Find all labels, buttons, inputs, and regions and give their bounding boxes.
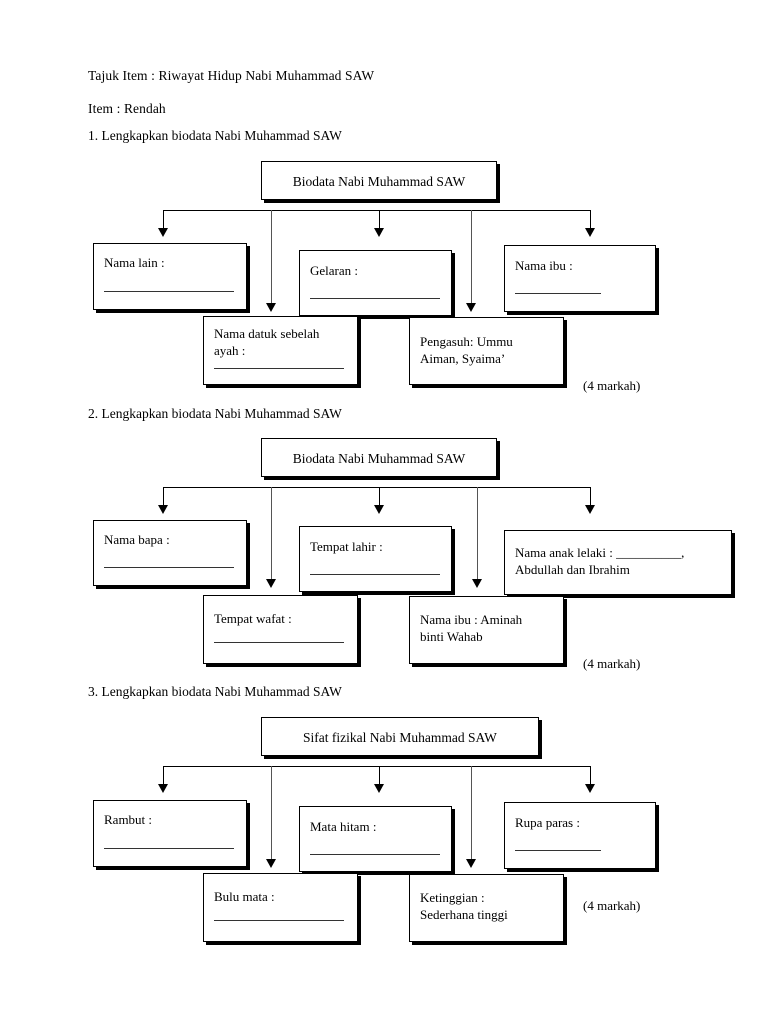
section1-answer-blank-3[interactable] (515, 293, 601, 294)
section2-field-box-4[interactable]: Tempat wafat : (203, 595, 358, 664)
section2-connector-drop-3 (379, 487, 380, 509)
section1-field-label-1: Nama lain : (104, 255, 165, 270)
section2-connector-left-drop (163, 487, 164, 509)
section3-field-label-3: Rupa paras : (515, 815, 580, 830)
section1-arrow-5 (585, 228, 595, 237)
section1-connector-drop-3 (379, 210, 380, 232)
section1-field-label-2: Gelaran : (310, 263, 359, 278)
section3-field-box-4[interactable]: Bulu mata : (203, 873, 358, 942)
section3-arrow-5 (585, 784, 595, 793)
section2-field-box-3[interactable]: Nama anak lelaki : __________, Abdullah … (504, 530, 732, 595)
section3-connector-left-drop (163, 766, 164, 788)
section1-field-label-3: Nama ibu : (515, 258, 573, 273)
section2-arrow-5 (585, 505, 595, 514)
section3-answer-blank-2[interactable] (310, 854, 440, 855)
section3-field-box-1[interactable]: Rambut : (93, 800, 247, 867)
section2-field-label-2: Tempat lahir : (310, 539, 383, 554)
section1-answer-blank-4[interactable] (214, 368, 344, 369)
section3-arrow-4 (466, 859, 476, 868)
section3-connector-drop-4 (471, 766, 472, 863)
section2-arrow-4 (472, 579, 482, 588)
section1-field-box-4[interactable]: Nama datuk sebelah ayah : (203, 316, 358, 385)
section2-arrow-2 (266, 579, 276, 588)
section3-connector-drop-2 (271, 766, 272, 863)
section1-title-box: Biodata Nabi Muhammad SAW (261, 161, 497, 200)
question-label-1: 1. Lengkapkan biodata Nabi Muhammad SAW (88, 128, 342, 143)
section2-connector-drop-2 (271, 487, 272, 583)
section3-field-label-4: Bulu mata : (214, 889, 275, 904)
section1-arrow-3 (374, 228, 384, 237)
section1-field-label-5: Pengasuh: Ummu Aiman, Syaima’ (420, 334, 513, 366)
section3-field-label-1: Rambut : (104, 812, 153, 827)
section2-field-label-3: Nama anak lelaki : __________, Abdullah … (515, 545, 685, 577)
section3-field-box-3[interactable]: Rupa paras : (504, 802, 656, 869)
section2-connector-bus (163, 487, 591, 488)
section3-title-text: Sifat fizikal Nabi Muhammad SAW (303, 730, 497, 745)
section3-connector-right-drop (590, 766, 591, 788)
section1-field-box-1[interactable]: Nama lain : (93, 243, 247, 310)
section3-field-label-5: Ketinggian : Sederhana tinggi (420, 890, 508, 922)
section1-arrow-1 (158, 228, 168, 237)
section2-marks-note: (4 markah) (583, 656, 641, 671)
item-title-line: Tajuk Item : Riwayat Hidup Nabi Muhammad… (88, 68, 375, 83)
section3-connector-drop-3 (379, 766, 380, 788)
section2-field-box-1[interactable]: Nama bapa : (93, 520, 247, 586)
section3-title-box: Sifat fizikal Nabi Muhammad SAW (261, 717, 539, 756)
section2-title-box: Biodata Nabi Muhammad SAW (261, 438, 497, 477)
section1-title-text: Biodata Nabi Muhammad SAW (292, 174, 466, 189)
section1-field-label-4: Nama datuk sebelah ayah : (214, 326, 320, 358)
section3-field-box-5: Ketinggian : Sederhana tinggi (409, 874, 564, 942)
section1-arrow-2 (266, 303, 276, 312)
section1-field-box-3[interactable]: Nama ibu : (504, 245, 656, 312)
section3-marks-note: (4 markah) (583, 898, 641, 913)
section2-connector-right-drop (590, 487, 591, 509)
section1-connector-right-drop (590, 210, 591, 232)
section1-field-box-5: Pengasuh: Ummu Aiman, Syaima’ (409, 317, 564, 385)
section1-field-box-2[interactable]: Gelaran : (299, 250, 452, 316)
section3-arrow-2 (266, 859, 276, 868)
section3-arrow-1 (158, 784, 168, 793)
section2-answer-blank-1[interactable] (104, 567, 234, 568)
section3-arrow-3 (374, 784, 384, 793)
section2-answer-blank-4[interactable] (214, 642, 344, 643)
section3-answer-blank-3[interactable] (515, 850, 601, 851)
section3-connector-bus (163, 766, 591, 767)
section2-field-box-2[interactable]: Tempat lahir : (299, 526, 452, 592)
section1-marks-note: (4 markah) (583, 378, 641, 393)
section2-field-label-5: Nama ibu : Aminah binti Wahab (420, 612, 523, 644)
section2-title-text: Biodata Nabi Muhammad SAW (292, 451, 466, 466)
section1-arrow-4 (466, 303, 476, 312)
section1-answer-blank-1[interactable] (104, 291, 234, 292)
section2-field-label-4: Tempat wafat : (214, 611, 292, 626)
section3-field-box-2[interactable]: Mata hitam : (299, 806, 452, 872)
section2-connector-drop-4 (477, 487, 478, 583)
section2-arrow-1 (158, 505, 168, 514)
section3-answer-blank-1[interactable] (104, 848, 234, 849)
question-label-3: 3. Lengkapkan biodata Nabi Muhammad SAW (88, 684, 342, 699)
question-label-2: 2. Lengkapkan biodata Nabi Muhammad SAW (88, 406, 342, 421)
section1-answer-blank-2[interactable] (310, 298, 440, 299)
section2-answer-blank-2[interactable] (310, 574, 440, 575)
section1-connector-drop-4 (471, 210, 472, 307)
section2-field-box-5: Nama ibu : Aminah binti Wahab (409, 596, 564, 664)
section1-connector-bus (163, 210, 591, 211)
section1-connector-drop-2 (271, 210, 272, 307)
section3-field-label-2: Mata hitam : (310, 819, 377, 834)
section2-field-label-1: Nama bapa : (104, 532, 170, 547)
item-level-line: Item : Rendah (88, 101, 166, 116)
section2-arrow-3 (374, 505, 384, 514)
section1-connector-left-drop (163, 210, 164, 232)
section3-answer-blank-4[interactable] (214, 920, 344, 921)
